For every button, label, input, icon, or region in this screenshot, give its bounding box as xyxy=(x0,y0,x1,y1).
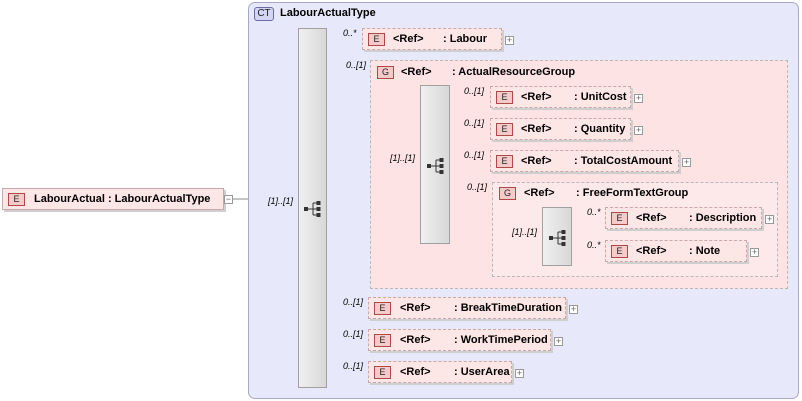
element-tag: E xyxy=(374,302,391,315)
element-ref: <Ref> xyxy=(393,33,424,45)
cardinality-label: [1]..[1] xyxy=(268,196,294,206)
cardinality-label: 0..[1] xyxy=(343,361,364,371)
cardinality-label: [1]..[1] xyxy=(390,153,416,163)
cardinality-label: [1]..[1] xyxy=(512,227,538,237)
element-total-cost-amount[interactable]: E <Ref> : TotalCostAmount xyxy=(490,150,679,172)
cardinality-label: 0..* xyxy=(587,240,601,250)
cardinality-label: 0..[1] xyxy=(343,297,364,307)
sequence-compositor-free-form[interactable] xyxy=(542,207,572,266)
collapse-icon[interactable]: − xyxy=(224,194,233,204)
group-ref: <Ref> xyxy=(401,66,432,78)
expand-icon[interactable]: + xyxy=(634,125,643,135)
element-ref: <Ref> xyxy=(636,245,667,257)
element-user-area[interactable]: E <Ref> : UserArea xyxy=(368,361,512,383)
cardinality-label: 0..[1] xyxy=(464,86,485,96)
element-ref: <Ref> xyxy=(521,123,552,135)
cardinality-label: 0..[1] xyxy=(346,60,367,70)
element-name: : Labour xyxy=(443,33,487,45)
element-ref: <Ref> xyxy=(521,155,552,167)
element-tag: E xyxy=(611,245,628,258)
root-element-labour-actual[interactable]: E LabourActual : LabourActualType xyxy=(2,188,224,210)
sequence-icon xyxy=(427,158,444,174)
element-ref: <Ref> xyxy=(400,302,431,314)
expand-icon[interactable]: + xyxy=(554,336,563,346)
expand-icon[interactable]: + xyxy=(634,93,643,103)
element-tag: E xyxy=(374,366,391,379)
element-note[interactable]: E <Ref> : Note xyxy=(605,240,747,262)
element-ref: <Ref> xyxy=(400,334,431,346)
group-name: : ActualResourceGroup xyxy=(452,66,576,78)
group-ref: <Ref> xyxy=(524,187,555,199)
sequence-compositor-main[interactable] xyxy=(298,28,327,388)
element-name: : BreakTimeDuration xyxy=(454,302,562,314)
group-name: : FreeFormTextGroup xyxy=(576,187,689,199)
group-tag: G xyxy=(377,66,394,79)
element-quantity[interactable]: E <Ref> : Quantity xyxy=(490,118,631,140)
complex-type-tag: CT xyxy=(254,7,274,21)
expand-icon[interactable]: + xyxy=(682,157,691,167)
element-name: : Quantity xyxy=(574,123,626,135)
cardinality-label: 0..* xyxy=(343,28,357,38)
expand-icon[interactable]: + xyxy=(750,247,759,257)
cardinality-label: 0..[1] xyxy=(464,118,485,128)
expand-icon[interactable]: + xyxy=(765,214,774,224)
cardinality-label: 0..[1] xyxy=(467,182,488,192)
element-name: : TotalCostAmount xyxy=(574,155,673,167)
sequence-icon xyxy=(304,201,321,217)
element-tag: E xyxy=(8,193,25,206)
element-name: : WorkTimePeriod xyxy=(454,334,548,346)
cardinality-label: 0..[1] xyxy=(343,329,364,339)
expand-icon[interactable]: + xyxy=(505,35,514,45)
element-ref: <Ref> xyxy=(521,91,552,103)
cardinality-label: 0..* xyxy=(587,207,601,217)
element-unit-cost[interactable]: E <Ref> : UnitCost xyxy=(490,86,631,108)
element-tag: E xyxy=(374,334,391,347)
element-name: : Note xyxy=(689,245,721,257)
element-tag: E xyxy=(611,212,628,225)
sequence-compositor-group[interactable] xyxy=(420,85,450,244)
element-labour[interactable]: E <Ref> : Labour xyxy=(362,28,502,50)
element-name: : UserArea xyxy=(454,366,510,378)
element-tag: E xyxy=(368,33,385,46)
element-tag: E xyxy=(496,123,513,136)
element-work-time-period[interactable]: E <Ref> : WorkTimePeriod xyxy=(368,329,551,351)
element-tag: E xyxy=(496,155,513,168)
expand-icon[interactable]: + xyxy=(569,304,578,314)
element-tag: E xyxy=(496,91,513,104)
complex-type-title: LabourActualType xyxy=(280,7,376,19)
element-ref: <Ref> xyxy=(636,212,667,224)
element-name: : UnitCost xyxy=(574,91,627,103)
element-break-time-duration[interactable]: E <Ref> : BreakTimeDuration xyxy=(368,297,566,319)
group-tag: G xyxy=(499,187,516,200)
element-name: : Description xyxy=(689,212,757,224)
cardinality-label: 0..[1] xyxy=(464,150,485,160)
expand-icon[interactable]: + xyxy=(515,368,524,378)
element-ref: <Ref> xyxy=(400,366,431,378)
root-element-label: LabourActual : LabourActualType xyxy=(34,193,211,205)
sequence-icon xyxy=(549,230,566,246)
element-description[interactable]: E <Ref> : Description xyxy=(605,207,762,229)
